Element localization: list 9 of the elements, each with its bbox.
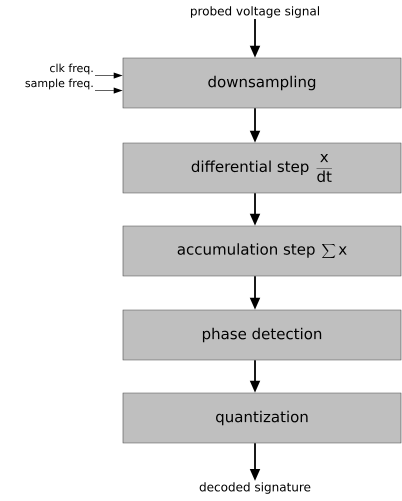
process-box: phase detection bbox=[122, 310, 402, 360]
process-box: differential step $\frac{\mathrm{x}}{\mathrm{dt}}$ bbox=[122, 142, 402, 194]
label-text: clk freq. bbox=[50, 64, 93, 74]
process-box: downsampling bbox=[122, 58, 402, 108]
label-text: sample freq. bbox=[26, 78, 93, 90]
process-box: accumulation step $\sum \mathrm{x}$ bbox=[122, 226, 402, 276]
label-text: decoded signature bbox=[200, 482, 310, 494]
process-box: quantization bbox=[122, 392, 402, 444]
label-text: probed voltage signal bbox=[190, 6, 319, 18]
